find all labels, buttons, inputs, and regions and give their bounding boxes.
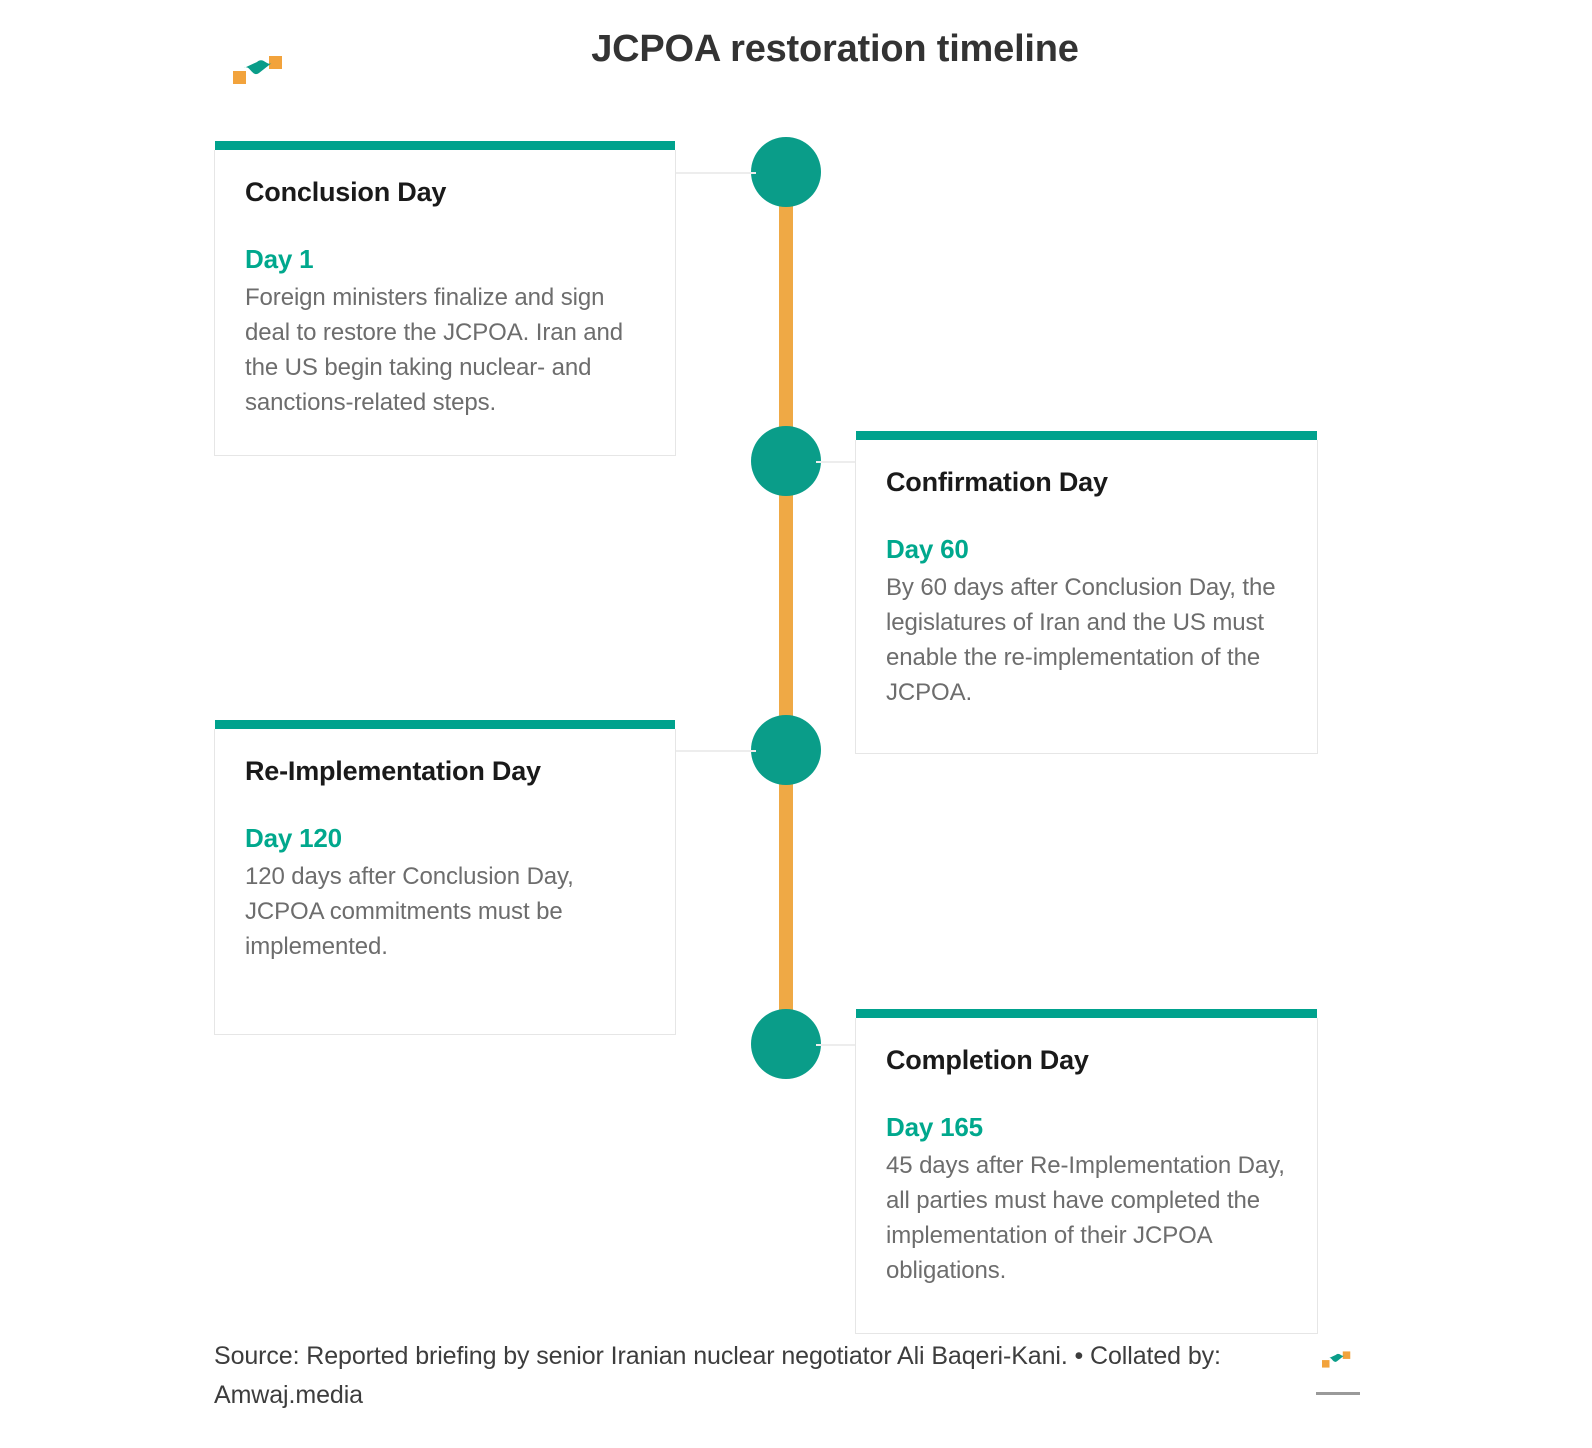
milestone-title: Completion Day [886, 1045, 1089, 1075]
amwaj-logo-small [1322, 1350, 1352, 1369]
milestone-card-conclusion-day[interactable]: Conclusion Day Day 1 Foreign ministers f… [214, 141, 676, 456]
milestone-day-label: Day 120 [245, 823, 342, 854]
milestone-title: Confirmation Day [886, 467, 1108, 497]
amwaj-logo [233, 54, 285, 86]
milestone-card-re-implementation-day[interactable]: Re-Implementation Day Day 120 120 days a… [214, 720, 676, 1035]
milestone-day-label: Day 1 [245, 244, 314, 275]
timeline-node-3[interactable] [751, 715, 821, 785]
milestone-description: Foreign ministers finalize and sign deal… [245, 284, 624, 416]
timeline-spine [779, 172, 793, 1046]
connector-line-2 [816, 461, 858, 463]
connector-line-4 [816, 1044, 858, 1046]
milestone-description: By 60 days after Conclusion Day, the leg… [886, 574, 1276, 706]
card-accent-bar [856, 431, 1317, 440]
connector-line-3 [676, 750, 756, 752]
timeline-node-4[interactable] [751, 1009, 821, 1079]
milestone-card-confirmation-day[interactable]: Confirmation Day Day 60 By 60 days after… [855, 431, 1318, 754]
milestone-description: 120 days after Conclusion Day, JCPOA com… [245, 863, 574, 960]
connector-line-1 [676, 172, 756, 174]
timeline-node-2[interactable] [751, 426, 821, 496]
footer-divider [1316, 1392, 1360, 1395]
page-title: JCPOA restoration timeline [591, 28, 1079, 70]
milestone-day-label: Day 165 [886, 1112, 983, 1143]
card-accent-bar [215, 141, 675, 150]
source-attribution: Source: Reported briefing by senior Iran… [214, 1342, 1221, 1409]
timeline-node-1[interactable] [751, 137, 821, 207]
milestone-day-label: Day 60 [886, 534, 969, 565]
card-accent-bar [215, 720, 675, 729]
milestone-title: Re-Implementation Day [245, 756, 541, 786]
milestone-card-completion-day[interactable]: Completion Day Day 165 45 days after Re-… [855, 1009, 1318, 1334]
card-accent-bar [856, 1009, 1317, 1018]
milestone-title: Conclusion Day [245, 177, 447, 207]
milestone-description: 45 days after Re-Implementation Day, all… [886, 1152, 1285, 1284]
